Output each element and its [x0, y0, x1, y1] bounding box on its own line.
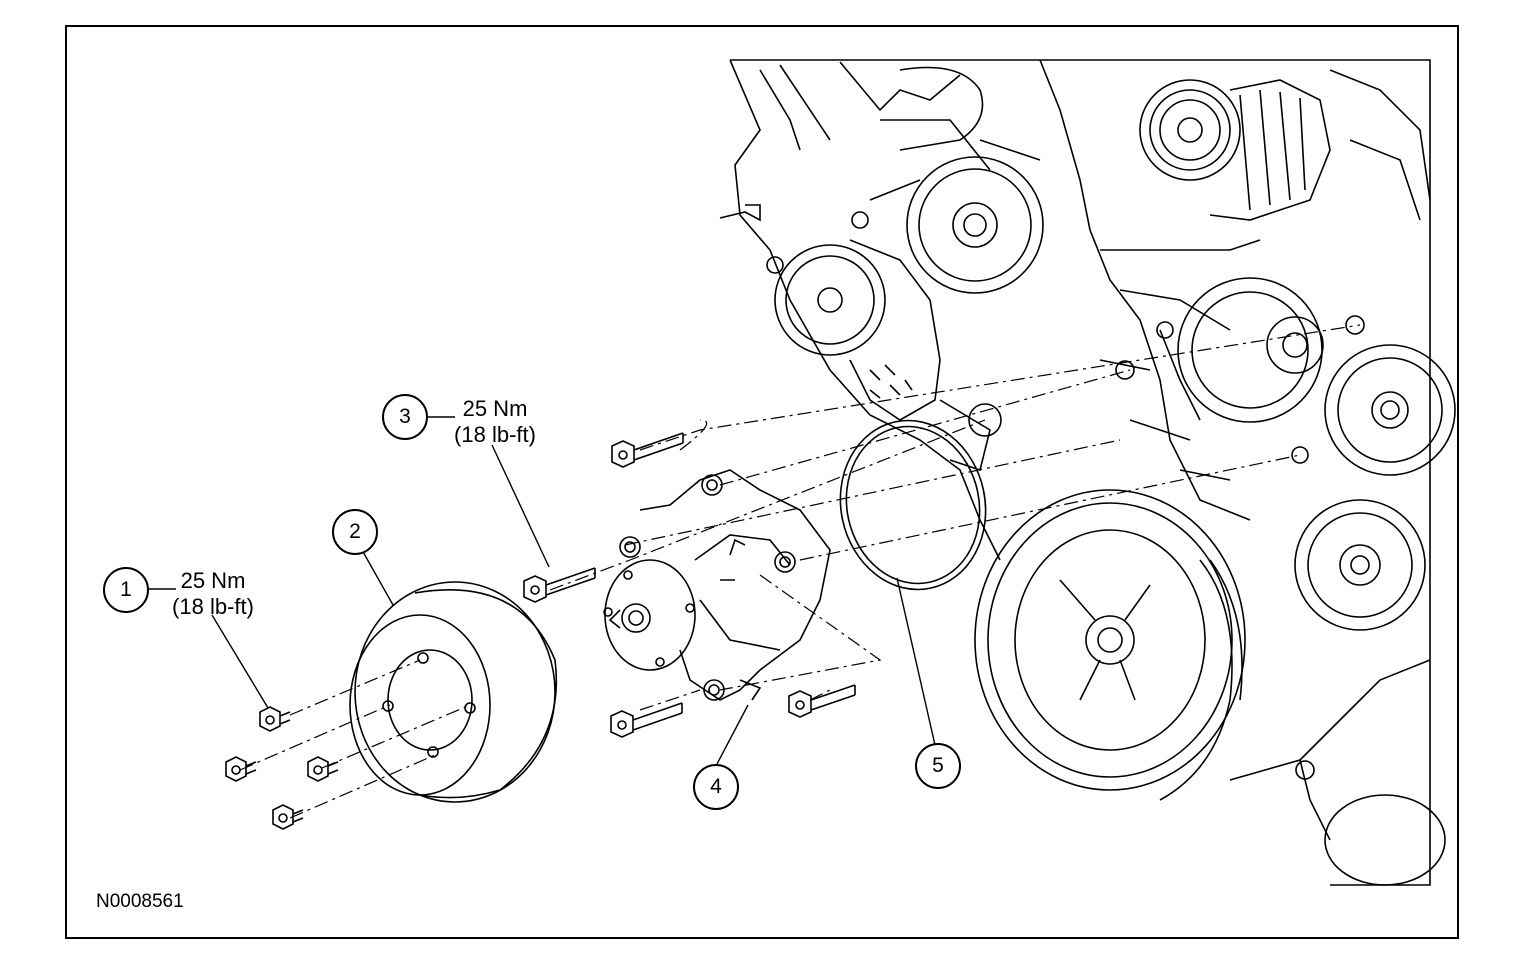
callout-number: 5: [932, 754, 944, 777]
pulley-bolts: [225, 706, 339, 830]
alignment-phantom-lines: [239, 324, 1361, 819]
callout-number: 1: [120, 578, 132, 601]
water-pump-bolts: [523, 432, 856, 738]
callout-2: 2: [332, 509, 378, 555]
figure-frame: [65, 25, 1459, 939]
torque-lbft: (18 lb-ft): [172, 594, 254, 619]
torque-spec-1: 25 Nm (18 lb-ft): [158, 568, 268, 620]
callout-5: 5: [915, 743, 961, 789]
callout-number: 2: [349, 520, 361, 543]
torque-spec-3: 25 Nm (18 lb-ft): [440, 396, 550, 448]
callout-leader-lines: [149, 416, 936, 765]
torque-nm: 25 Nm: [462, 396, 528, 421]
water-pump-gasket: [839, 419, 987, 591]
water-pump: [603, 469, 831, 701]
callout-number: 4: [710, 775, 722, 798]
callout-3: 3: [382, 394, 428, 440]
torque-nm: 25 Nm: [180, 568, 246, 593]
callout-1: 1: [103, 567, 149, 613]
torque-lbft: (18 lb-ft): [454, 422, 536, 447]
callout-number: 3: [399, 405, 411, 428]
engine-front-cover: [719, 59, 1456, 886]
water-pump-pulley: [349, 581, 558, 803]
figure-id: N0008561: [96, 891, 184, 912]
callout-4: 4: [693, 764, 739, 810]
